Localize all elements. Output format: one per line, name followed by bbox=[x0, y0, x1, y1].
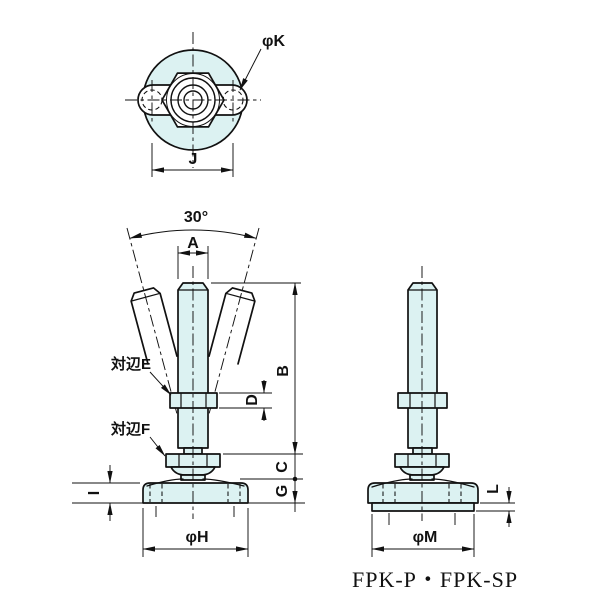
stud-side bbox=[407, 282, 438, 449]
base-hidden-holes-side bbox=[382, 484, 462, 502]
front-view: 30° bbox=[72, 209, 305, 557]
callout-taihen-e: 対辺E bbox=[110, 355, 172, 396]
dim-label-phi-m: φM bbox=[413, 529, 438, 546]
label-taihen-f: 対辺F bbox=[110, 420, 150, 438]
dim-b-c-g: B C G bbox=[211, 282, 303, 512]
base-dome-right bbox=[202, 478, 245, 487]
dim-a: A bbox=[177, 235, 209, 279]
top-view: J φK bbox=[125, 32, 285, 177]
ghost-stud-right bbox=[208, 287, 256, 365]
dim-label-a: A bbox=[187, 235, 199, 252]
dim-label-d: D bbox=[244, 394, 261, 406]
dim-i: I bbox=[72, 465, 305, 521]
base-dome-right-side bbox=[431, 478, 475, 488]
dim-label-g: G bbox=[274, 485, 291, 497]
base-dome-left bbox=[146, 478, 184, 487]
base-front bbox=[142, 482, 249, 504]
part-number-label: FPK-P・FPK-SP bbox=[352, 567, 518, 592]
dim-label-l: L bbox=[485, 484, 502, 494]
callout-taihen-f: 対辺F bbox=[110, 420, 166, 457]
dim-l: L bbox=[476, 484, 515, 527]
side-view: L φM FPK-P・FPK-SP bbox=[352, 266, 518, 592]
label-taihen-e: 対辺E bbox=[110, 355, 151, 373]
hex-nut-e-front bbox=[169, 392, 218, 409]
hex-nut-e-side bbox=[397, 392, 448, 409]
dim-phi-h: φH bbox=[142, 508, 249, 557]
dim-phi-k: φK bbox=[239, 33, 285, 91]
top-view-centerlines bbox=[125, 32, 261, 168]
base-dome-left-side bbox=[371, 478, 413, 488]
bottom-pad bbox=[371, 502, 475, 512]
dim-d: D bbox=[219, 380, 272, 421]
dim-label-phi-h: φH bbox=[186, 529, 209, 546]
dim-label-phi-k: φK bbox=[262, 33, 285, 50]
base-hidden-holes-front bbox=[149, 484, 241, 502]
dim-label-j: J bbox=[189, 151, 198, 168]
dim-label-i: I bbox=[86, 491, 103, 495]
dim-label-30deg: 30° bbox=[184, 209, 208, 226]
ghost-stud-left bbox=[130, 287, 178, 365]
dim-phi-m: φM bbox=[371, 514, 475, 557]
stud-neck-side bbox=[412, 447, 433, 455]
dim-swivel-angle: 30° bbox=[129, 209, 257, 239]
dim-j: J bbox=[151, 143, 234, 177]
dim-label-c: C bbox=[274, 461, 291, 473]
dim-label-b: B bbox=[275, 365, 292, 377]
